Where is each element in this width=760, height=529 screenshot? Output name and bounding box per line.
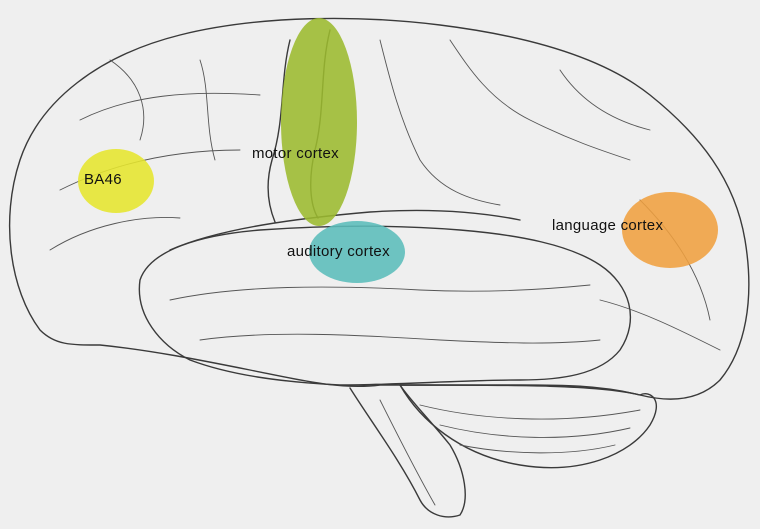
cerebellum-fold-2 — [439, 424, 631, 438]
temporal-lobe-outline — [138, 225, 632, 386]
auditory-cortex-label: auditory cortex — [287, 243, 390, 260]
cerebellum-fold-3 — [459, 444, 616, 454]
ba46-region — [78, 149, 154, 213]
brain-stem-outline — [349, 384, 466, 518]
parietal-sulcus-1 — [379, 39, 501, 206]
temporal-sulcus-superior — [169, 284, 591, 301]
frontal-sulcus-5 — [199, 59, 216, 161]
lateral-sulcus — [169, 209, 521, 251]
language-cortex-region — [622, 192, 718, 268]
frontal-sulcus-superior — [79, 92, 261, 121]
motor-cortex-label: motor cortex — [252, 145, 339, 162]
language-cortex-label: language cortex — [552, 217, 664, 234]
cerebellum-fold-1 — [419, 404, 641, 420]
occipital-sulcus-2 — [599, 299, 721, 351]
cerebrum-outline — [8, 17, 750, 400]
brain-stem-line — [379, 399, 436, 506]
temporal-sulcus-inferior — [199, 333, 601, 344]
motor-cortex-region — [281, 18, 357, 226]
precentral-sulcus — [267, 39, 291, 223]
parietal-sulcus-2 — [449, 39, 631, 161]
frontal-sulcus-3 — [49, 217, 181, 251]
parietal-sulcus-3 — [559, 69, 651, 131]
frontal-sulcus-4 — [109, 59, 145, 141]
auditory-cortex-region — [309, 221, 405, 283]
cerebellum-outline — [399, 384, 657, 469]
ba46-label: BA46 — [84, 171, 122, 188]
